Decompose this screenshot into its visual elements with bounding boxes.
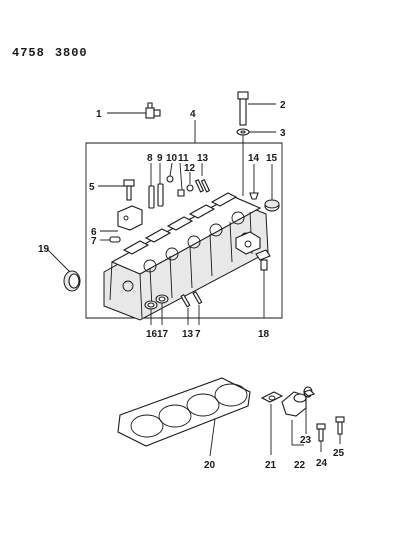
callout-22: 22	[294, 460, 306, 471]
callout-3: 3	[280, 128, 286, 139]
callout-13: 13	[197, 153, 209, 164]
part-9-valve-guide	[157, 163, 164, 207]
callout-9: 9	[157, 153, 163, 164]
callout-6: 6	[91, 227, 97, 238]
part-code: 3800	[54, 46, 88, 60]
callout-1: 1	[96, 109, 102, 120]
callout-24: 24	[316, 458, 328, 469]
part-14-plug	[249, 164, 259, 200]
part-23-bolt	[302, 389, 316, 434]
callout-labels: 1 2 3 4 5 6 7 8 9 10 11 12 13 14 15 16 1…	[38, 100, 345, 471]
callout-14: 14	[248, 153, 260, 164]
part-16-17-seal-rings	[144, 294, 169, 325]
group-code: 4758	[12, 46, 45, 60]
callout-12: 12	[184, 163, 196, 174]
callout-13-lower: 13	[182, 329, 194, 340]
assembly-frame	[85, 142, 283, 319]
part-19-oil-seal	[46, 248, 81, 292]
callout-25: 25	[333, 448, 345, 459]
part-15-cap	[264, 164, 280, 212]
callout-19: 19	[38, 244, 50, 255]
part-5-bolt	[98, 179, 135, 201]
part-21-gasket	[260, 391, 284, 455]
callout-21: 21	[265, 460, 277, 471]
part-20-head-gasket	[117, 377, 251, 457]
callout-7: 7	[91, 236, 97, 247]
callout-5: 5	[89, 182, 95, 193]
part-6-bracket	[100, 205, 143, 232]
part-7-dowel-pin	[100, 236, 121, 243]
part-8-valve-guide	[148, 163, 155, 209]
part-13-7-lower-pins	[180, 291, 203, 325]
cylinder-head	[103, 192, 269, 321]
callout-2: 2	[280, 100, 286, 111]
callout-17: 17	[157, 329, 169, 340]
part-18-sender	[255, 249, 271, 318]
part-13-pin	[194, 163, 211, 193]
callout-15: 15	[266, 153, 278, 164]
callout-20: 20	[204, 460, 216, 471]
part-25-bolt	[335, 416, 345, 444]
part-24-bolt	[316, 423, 326, 452]
part-10-11-plugs	[166, 162, 185, 197]
part-2-head-bolt	[237, 91, 276, 126]
callout-16: 16	[146, 329, 158, 340]
diagram-code: 4758 3800	[12, 46, 98, 60]
callout-11: 11	[178, 153, 189, 164]
callout-7-lower: 7	[195, 329, 201, 340]
part-12-pin	[186, 172, 194, 192]
part-1-sensor	[107, 102, 161, 119]
callout-8: 8	[147, 153, 153, 164]
callout-10: 10	[166, 153, 178, 164]
part-3-washer	[236, 128, 276, 196]
callout-23: 23	[300, 435, 312, 446]
callout-4: 4	[190, 109, 196, 120]
callout-18: 18	[258, 329, 270, 340]
